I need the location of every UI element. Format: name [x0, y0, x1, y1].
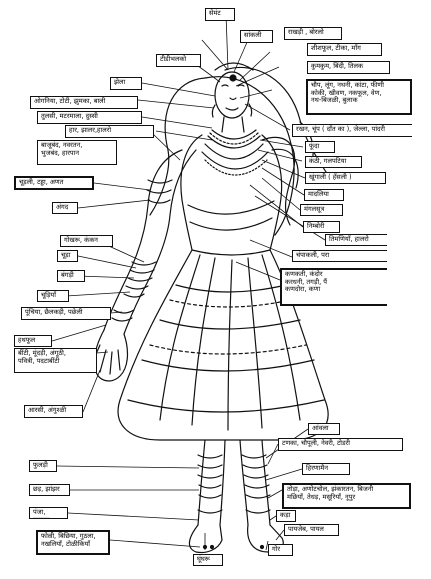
label-teedibhalko: टीडीभलको [156, 54, 201, 67]
label-pholri: फोल्री, बिछिया, गुठला, नखलियाँ, टोळीकिया… [36, 530, 110, 555]
label-phunda: फूंदा [305, 141, 335, 153]
label-bangdi: बंगड़ी [57, 270, 85, 282]
label-semant: सेमंट [205, 8, 235, 21]
label-rakhan: रखन, चूंप ( दाँत का ), जेल्ला, पांदरी [292, 124, 412, 137]
label-mangalsutra: मंगलसूत्र [300, 204, 343, 216]
label-madaliya: मादलिया [304, 189, 344, 201]
left-arm [103, 149, 183, 331]
label-timaniya: तिमणियाँ, हालरो [325, 234, 387, 246]
label-panja: पंजा, पगपान [29, 507, 68, 519]
label-kardhani: कणकती, कंदोर करधनी, तगड़ी, पैं कणदोरा, क… [280, 268, 387, 306]
label-nose-ornaments: चौप, लूंग, नथनी, कांटा, फीणी कोकी, खीवण,… [306, 79, 412, 115]
label-rakhdi-borlo: राखड़ी , बोरलो [284, 27, 342, 40]
label-khungali: खूंगाली ( हँसली ) [305, 172, 386, 184]
label-tulsi: तुलसी, मटरमाला, दुस्सी [37, 111, 142, 124]
label-kanthi: कंठी, गलपटिया [305, 156, 362, 168]
label-ghunghru: घूंघरू [193, 554, 223, 566]
label-chuda: चूड़ा [57, 250, 78, 262]
label-chudiyan: चूड़ियाँ [37, 290, 69, 302]
veil-outline [149, 76, 295, 236]
label-angad: अंगद [52, 202, 78, 214]
label-gokhru: गोखरू, कंकन [60, 235, 113, 247]
label-beenti: बींटी, मूंदड़ी, अंगूठी, पवित्री, पदटाबीं… [14, 348, 97, 373]
label-bajuband-box: बाजूबंद, नवरतन, भुजबंद, हारपान [37, 140, 117, 165]
neck-outline [221, 116, 245, 133]
label-sankli: सांकली [240, 30, 273, 43]
head-outline [214, 71, 250, 119]
left-foot [188, 524, 223, 554]
label-punchiya: पूंचिया, छैलकड़ी, पछेली [21, 307, 111, 320]
label-chandrakali: चंपाकली, परा [292, 250, 387, 262]
left-hand [93, 329, 129, 382]
label-kumkum: कुमकुम, बिंदी, तिलक [307, 61, 390, 74]
necklace-lines [201, 129, 269, 170]
label-ogniya: ओगनिया, टोटी, झुमका, बाली [30, 96, 138, 109]
label-hathphool: हथफूल [14, 335, 52, 347]
label-chhad: छड़, झांझर [29, 484, 70, 496]
label-chudli: चूड़ली, टड्डा, अणत [14, 176, 94, 190]
label-phuldi: फुलड़ी [29, 460, 57, 472]
label-haar: हार, झालर,हालरो [65, 125, 154, 138]
right-leg [239, 439, 271, 526]
label-hirnamain: हिरणामैन [302, 463, 350, 475]
label-gajra: गोर [268, 544, 293, 556]
left-leg [197, 439, 226, 526]
label-nimboli: निम्बोरी [303, 221, 340, 233]
label-payal: पायजेब, पायल [284, 524, 339, 536]
label-aarsi: आरसी, अंगुश्ळी [24, 405, 83, 418]
label-tanka: टणका, चौपूली, नेवरी, टोडरी [278, 438, 403, 451]
label-sheeshphool: शीशफूल, टीका, माँग [307, 43, 382, 56]
label-jhela: झेला [110, 77, 142, 90]
label-ankla: आंवला [308, 423, 340, 435]
leader-lines [51, 13, 326, 551]
label-toda: तोड़ा, अणोटचोल, झंकारतन, बिजनी मछियाँ, त… [282, 483, 411, 509]
label-kada: कड़ा [276, 510, 296, 522]
right-arm [261, 136, 299, 226]
torso-outline [180, 134, 283, 251]
